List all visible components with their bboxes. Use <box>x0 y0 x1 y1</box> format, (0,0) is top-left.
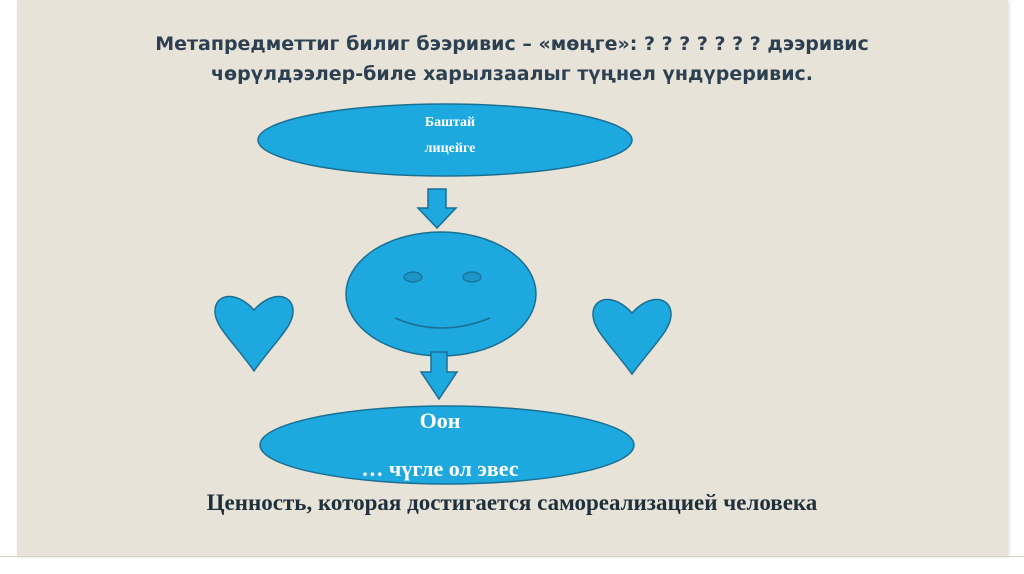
slide-title-line-2: чөрүлдээлер-биле харылзаалыг түңнел үндү… <box>211 63 813 85</box>
right-eye <box>462 271 482 283</box>
heart-icon <box>214 295 294 373</box>
caption-text: Ценность, которая достигается самореализ… <box>206 490 818 515</box>
slide-title-line-1: Метапредметтиг билиг бээривис – «мөңге»:… <box>155 33 869 55</box>
smiley-face-icon <box>345 231 537 357</box>
bottom-ellipse-label-2: … чүгле ол эвес <box>361 456 519 481</box>
smile <box>394 317 491 329</box>
arrow-down-icon <box>419 351 459 401</box>
heart-icon <box>592 298 672 376</box>
slide-bottom-border <box>0 556 1024 557</box>
left-eye <box>403 271 423 283</box>
bottom-ellipse <box>259 405 635 485</box>
top-ellipse-label-2: лицейге <box>424 141 476 156</box>
bottom-ellipse-label-1: Оон <box>419 408 461 433</box>
arrow-down-icon <box>416 188 458 230</box>
top-ellipse <box>257 103 633 177</box>
top-ellipse-label-1: Баштай <box>424 115 476 130</box>
